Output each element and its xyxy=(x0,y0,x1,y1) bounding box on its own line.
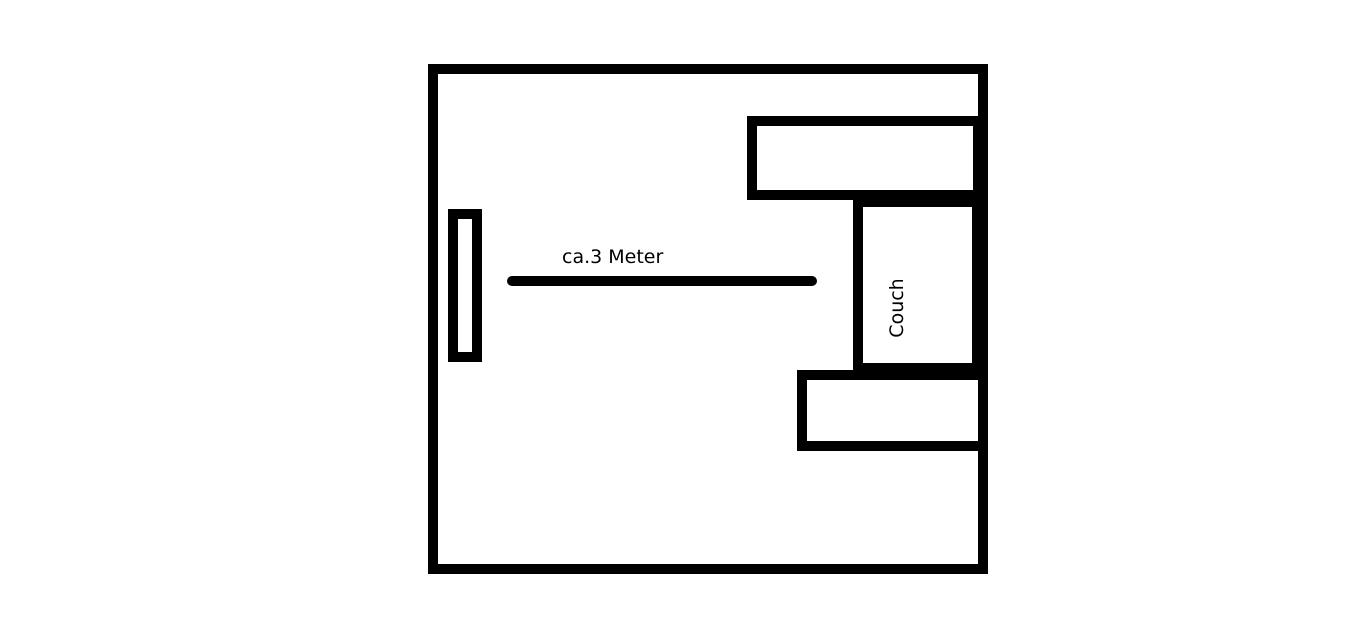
couch-back xyxy=(972,200,988,371)
side-seat-top xyxy=(747,116,983,200)
couch-label: Couch xyxy=(886,278,908,337)
distance-label: ca.3 Meter xyxy=(562,246,663,268)
couch xyxy=(853,197,985,373)
tv xyxy=(448,209,482,362)
side-seat-bottom xyxy=(797,370,988,451)
